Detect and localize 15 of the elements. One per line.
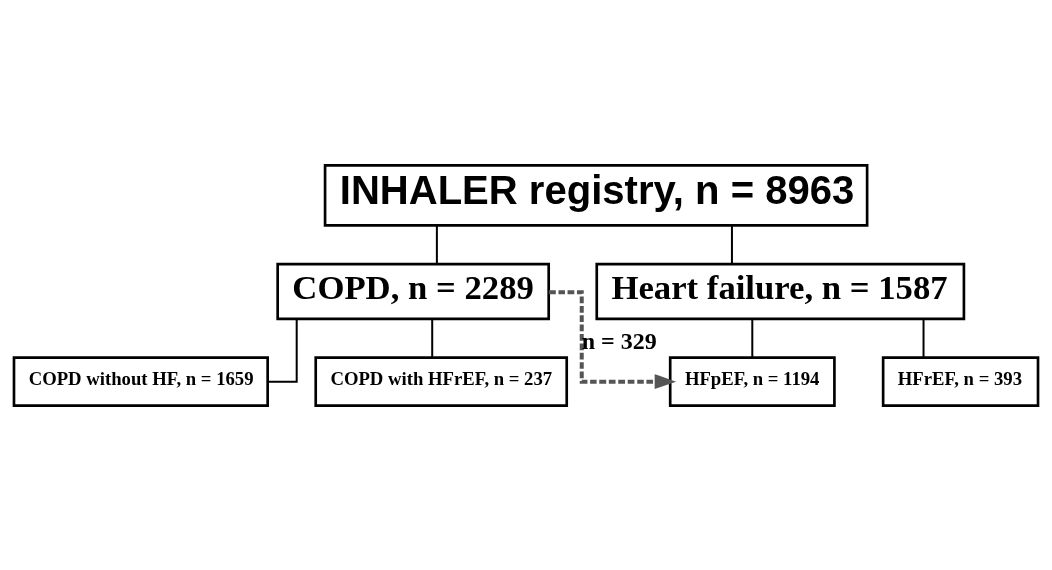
node-box: COPD, n = 2289	[276, 262, 551, 320]
connector	[266, 317, 298, 383]
node-box: COPD with HFrEF, n = 237	[314, 355, 569, 407]
node-box: HFrEF, n = 393	[881, 355, 1040, 407]
node-box: HFpEF, n = 1194	[668, 355, 836, 407]
edge-label: n = 329	[581, 327, 657, 354]
connector	[751, 317, 754, 358]
node-box: COPD without HF, n = 1659	[12, 355, 269, 407]
node-box: Heart failure, n = 1587	[595, 262, 966, 320]
arrow	[548, 289, 677, 389]
connector	[435, 224, 438, 265]
connector	[431, 317, 434, 358]
connector	[922, 317, 925, 358]
connector	[730, 224, 733, 265]
node-box: INHALER registry, n = 8963	[323, 163, 869, 227]
